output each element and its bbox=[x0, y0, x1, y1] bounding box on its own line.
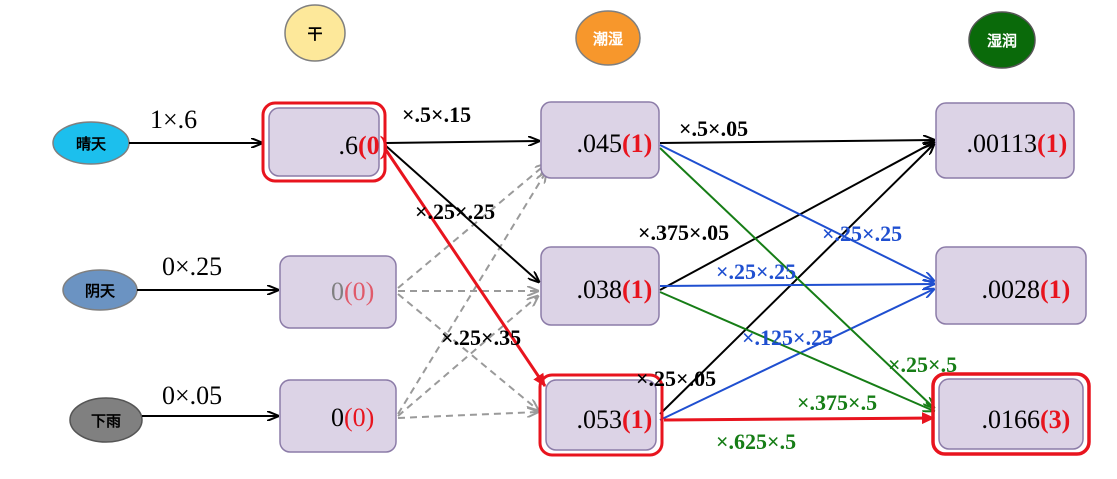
init-label-rain: 0×.05 bbox=[162, 381, 222, 410]
column-1: .045 (1) .038 (1) .053 (1) bbox=[538, 101, 664, 457]
node-c2-r1: .0028 (1) bbox=[935, 246, 1087, 325]
edge-damp1-to-soggy2 bbox=[659, 144, 934, 281]
state-legend: 干 潮湿 湿润 bbox=[284, 4, 1036, 69]
state-soggy-label: 湿润 bbox=[987, 32, 1017, 50]
edge-labels: ×.5×.15 ×.25×.25 ×.25×.35 ×.5×.05 ×.375×… bbox=[402, 102, 957, 454]
edge-label: ×.25×.35 bbox=[441, 325, 521, 350]
best-path-stage2 bbox=[663, 412, 935, 425]
weather-sunny: 晴天 bbox=[52, 121, 130, 165]
node-c1-r0: .045 (1) bbox=[540, 101, 660, 179]
edge-damp1-to-soggy3 bbox=[659, 147, 934, 408]
edge-label: ×.625×.5 bbox=[716, 429, 796, 454]
state-damp: 潮湿 bbox=[575, 10, 641, 66]
best-path-stage1 bbox=[384, 149, 547, 387]
node-value: .0028 bbox=[982, 275, 1041, 304]
initial-arrows: 1×.6 0×.25 0×.05 bbox=[129, 105, 278, 416]
node-c0-r2: 0 (0) bbox=[279, 379, 397, 453]
green-edges bbox=[659, 147, 934, 411]
edge-label: ×.25×.5 bbox=[888, 352, 957, 377]
gray-dashed-edges bbox=[397, 164, 546, 419]
edge-label: ×.375×.5 bbox=[797, 390, 877, 415]
edge-label: ×.25×.05 bbox=[636, 366, 716, 391]
node-value: .0166 bbox=[982, 405, 1041, 434]
node-c2-r0: .00113 (1) bbox=[935, 102, 1075, 179]
node-backpointer: (3) bbox=[1040, 405, 1070, 434]
edge-label: ×.5×.05 bbox=[679, 116, 748, 141]
node-backpointer: (0) bbox=[344, 403, 374, 432]
node-c0-r1: 0 (0) bbox=[279, 255, 397, 329]
node-backpointer: (1) bbox=[1037, 129, 1067, 158]
edge-label: ×.375×.05 bbox=[638, 220, 729, 245]
state-dry-label: 干 bbox=[307, 25, 322, 43]
weather-rain-label: 下雨 bbox=[91, 412, 121, 430]
node-value: .053 bbox=[577, 405, 623, 434]
edge-label: ×.5×.15 bbox=[402, 102, 471, 127]
weather-rain: 下雨 bbox=[69, 397, 143, 443]
edge-damp2-to-soggy3 bbox=[659, 291, 934, 411]
edge-damp3-to-soggy2 bbox=[659, 289, 934, 421]
node-value: 0 bbox=[331, 277, 344, 306]
column-2: .00113 (1) .0028 (1) .0166 (3) bbox=[931, 102, 1091, 456]
node-highlight bbox=[538, 373, 664, 457]
state-damp-label: 潮湿 bbox=[593, 30, 623, 48]
edge-label: ×.25×.25 bbox=[716, 259, 796, 284]
node-value: .00113 bbox=[966, 129, 1037, 158]
node-value: 0 bbox=[331, 403, 344, 432]
node-c1-r1: .038 (1) bbox=[540, 246, 660, 326]
node-backpointer: (0) bbox=[344, 277, 374, 306]
edge-dashed bbox=[397, 164, 546, 289]
edge-damp1-to-soggy1 bbox=[659, 140, 934, 143]
node-value: .038 bbox=[577, 275, 623, 304]
node-value: .045 bbox=[577, 129, 623, 158]
edge-dashed bbox=[397, 296, 538, 417]
black-edges-stage1 bbox=[385, 141, 539, 282]
node-highlight bbox=[931, 372, 1091, 456]
column-0: .6 (0) 0 (0) 0 (0) bbox=[261, 101, 397, 453]
edge-label: ×.25×.25 bbox=[415, 199, 495, 224]
node-c1-r2: .053 (1) bbox=[538, 373, 664, 457]
weather-cloudy-label: 阴天 bbox=[85, 282, 116, 300]
edge-dashed bbox=[397, 412, 538, 419]
node-backpointer: (1) bbox=[1040, 275, 1070, 304]
node-backpointer: (0) bbox=[358, 131, 388, 160]
weather-legend: 晴天 阴天 下雨 bbox=[52, 121, 143, 443]
state-dry: 干 bbox=[284, 4, 346, 62]
edge-damp2-to-soggy2 bbox=[659, 284, 934, 286]
weather-cloudy: 阴天 bbox=[62, 269, 138, 311]
edge-label: ×.25×.25 bbox=[822, 221, 902, 246]
init-label-cloudy: 0×.25 bbox=[162, 252, 222, 281]
node-backpointer: (1) bbox=[622, 275, 652, 304]
node-backpointer: (1) bbox=[622, 129, 652, 158]
best-path bbox=[384, 149, 935, 425]
edge-damp2-to-soggy1 bbox=[659, 142, 934, 291]
state-soggy: 湿润 bbox=[968, 11, 1036, 69]
init-label-sunny: 1×.6 bbox=[150, 105, 197, 134]
node-c2-r2: .0166 (3) bbox=[931, 372, 1091, 456]
node-backpointer: (1) bbox=[622, 405, 652, 434]
edge-dry-to-damp-2 bbox=[385, 145, 539, 282]
weather-sunny-label: 晴天 bbox=[76, 135, 107, 153]
node-value: .6 bbox=[339, 131, 359, 160]
node-c0-r0: .6 (0) bbox=[261, 101, 388, 183]
edge-dry-to-damp-1 bbox=[385, 141, 539, 143]
edge-dashed bbox=[397, 293, 538, 410]
edge-label: ×.125×.25 bbox=[742, 325, 833, 350]
blue-edges bbox=[659, 144, 934, 421]
node-highlight bbox=[261, 101, 387, 183]
